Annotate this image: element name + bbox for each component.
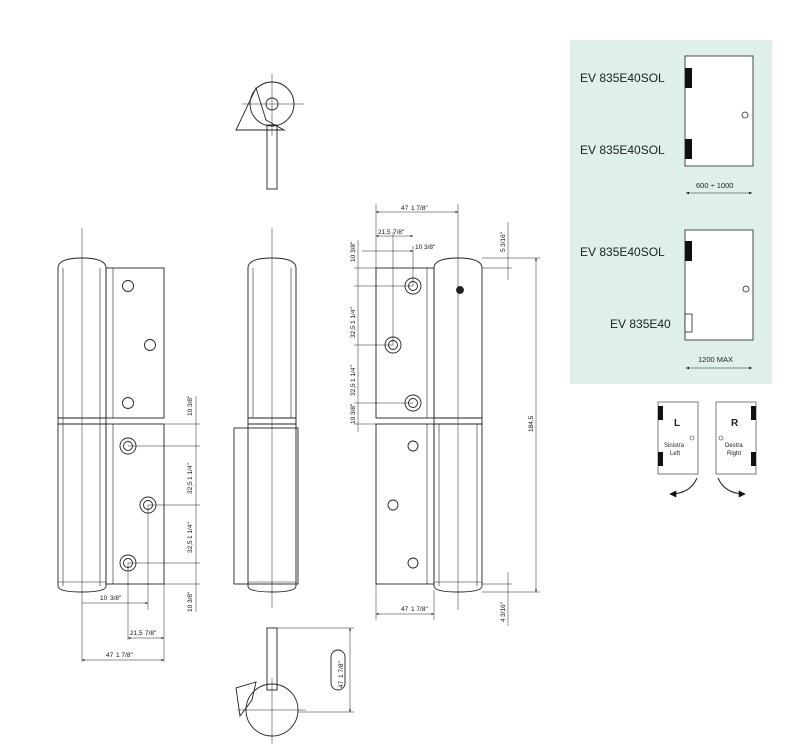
handle-icon [742, 285, 750, 293]
right-letter: R [731, 418, 739, 429]
dim-47: 47 [106, 652, 114, 659]
bottom-plan-view [235, 627, 354, 744]
handing-left: L Sinistra Left [657, 401, 699, 498]
right-en: Right [727, 451, 741, 457]
dim-5: 5 [500, 248, 507, 252]
bottom-label-2: EV 835E40 [610, 317, 671, 331]
left-en: Left [670, 451, 680, 457]
hinge-mark-open [684, 313, 693, 333]
dim-47: 47 [401, 606, 409, 613]
door-top [684, 55, 754, 167]
side-barrel [247, 257, 297, 593]
hinge-mark [685, 68, 692, 88]
swing-arrow-icon [717, 477, 746, 498]
dim-1-7-8: 1 7/8" [411, 205, 428, 212]
left-it: Sinistra [664, 443, 685, 449]
top-label-1: EV 835E40SOL [580, 71, 665, 85]
hinge-mark [685, 241, 692, 261]
rear-upper-leaf [375, 267, 435, 419]
upper-hole [122, 280, 134, 292]
dim-7-8: 7/8" [393, 229, 405, 236]
front-view [57, 228, 200, 662]
dim-3-8: 3/8" [350, 241, 357, 253]
dim-3-8: 3/8" [187, 395, 194, 407]
dim-4: 4 [500, 618, 507, 622]
dim-1-1-4: 1 1/4" [350, 307, 357, 324]
dim-1-1-4: 1 1/4" [350, 365, 357, 382]
rear-view [354, 204, 540, 626]
hinge-mark [685, 139, 692, 159]
dim-3-16: 3/16" [500, 601, 507, 617]
dim-1-7-8: 1 7/8" [116, 652, 133, 659]
dim-1-1-4: 1 1/4" [187, 522, 194, 539]
handle-icon [741, 111, 749, 119]
dim-21-5: 21,5 [130, 630, 143, 637]
config-panel: EV 835E40SOL EV 835E40SOL 600 ÷ 1000 EV … [570, 40, 772, 384]
side-view [233, 228, 299, 608]
dim-10: 10 [350, 254, 357, 262]
side-leaf [233, 427, 299, 585]
rear-barrel [433, 257, 483, 593]
bottom-width-label: 1200 MAX [698, 355, 733, 364]
rear-lower-leaf [375, 423, 435, 585]
top-plan-view [235, 74, 304, 190]
bottom-view-dim: 47 1 7/8" [338, 661, 345, 688]
dim-47: 47 [338, 680, 345, 688]
swing-arrow-icon [669, 477, 698, 498]
dim-10: 10 [100, 595, 108, 602]
dim-21-5: 21,5 [378, 229, 391, 236]
grub-screw [456, 286, 464, 294]
left-letter: L [674, 418, 680, 429]
bottom-label-1: EV 835E40SOL [580, 245, 665, 259]
dim-10: 10 [187, 408, 194, 416]
dim-3-16: 3/16" [500, 231, 507, 247]
top-width-label: 600 ÷ 1000 [696, 181, 733, 190]
dim-1-1-4: 1 1/4" [187, 463, 194, 480]
front-view-dims: 10 3/8" 32,5 1 1/4" 32,5 1 1/4" 10 3/8" … [100, 395, 194, 659]
barrel-outline [57, 257, 107, 593]
dim-32-5: 32,5 [187, 481, 194, 494]
upper-hole [122, 397, 134, 409]
dim-32-5: 32,5 [187, 540, 194, 553]
right-it: Destra [725, 443, 743, 449]
handing-right: R Destra Right [715, 401, 757, 498]
dim-32-5: 32,5 [350, 383, 357, 396]
dim-1-7-8: 1 7/8" [338, 661, 345, 678]
lower-leaf [105, 423, 165, 585]
door-bottom [684, 229, 754, 341]
dim-7-8: 7/8" [145, 630, 157, 637]
dim-3-8: 3/8" [187, 591, 194, 603]
dim-32-5: 32,5 [350, 325, 357, 338]
dim-1-7-8: 1 7/8" [411, 606, 428, 613]
upper-hole [144, 339, 156, 351]
dim-47: 47 [401, 205, 409, 212]
upper-leaf [105, 267, 165, 419]
dim-10: 10 [415, 244, 423, 251]
dim-3-8: 3/8" [350, 403, 357, 415]
dim-3-8: 3/8" [424, 244, 436, 251]
dim-3-8: 3/8" [110, 595, 122, 602]
dim-10: 10 [187, 604, 194, 612]
dim-184-5: 184,5 [528, 415, 535, 432]
top-label-2: EV 835E40SOL [580, 143, 665, 157]
rear-view-dims: 47 1 7/8" 21,5 7/8" 10 3/8" 10 3/8" 32,5… [350, 205, 535, 622]
dim-10: 10 [350, 416, 357, 424]
